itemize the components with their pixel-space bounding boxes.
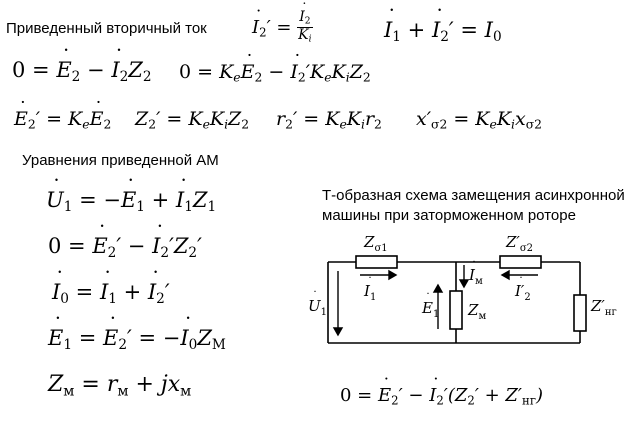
label-e1: E1: [421, 299, 439, 320]
label-im: Iм: [468, 266, 483, 287]
dot-i2: ˙: [518, 275, 524, 289]
dot-im: ˙: [471, 259, 477, 273]
formula-r2-reduced: r2′ = KeKir2: [276, 108, 382, 132]
reduced-current-label: Приведенный вторичный ток: [6, 20, 207, 37]
formula-z2-reduced: Z2′ = KeKiZ2: [135, 108, 250, 132]
formula-u1: U1 = −E1 + I1Z1: [46, 176, 216, 215]
formula-zm: Zм = rм + jxм: [48, 372, 192, 400]
formula-secondary-eq: 0 = E2 − I2Z2: [12, 46, 152, 85]
label-z-ng: Z′нг: [590, 297, 617, 318]
arrow-i2: [500, 269, 510, 281]
dot-e1: ˙: [425, 291, 431, 305]
resistor-z-ng: [573, 294, 587, 332]
arrow-i1: [388, 269, 398, 281]
formula-e2-reduced: E2′ = KeE2: [14, 98, 111, 132]
label-u1: U1: [308, 297, 327, 318]
resistor-z-sigma2: [499, 255, 542, 269]
diagram-title-line1: Т-образная схема замещения асинхронной: [322, 187, 625, 204]
arrow-e1: [432, 283, 444, 293]
diagram-title: Т-образная схема замещения асинхронной м…: [322, 186, 625, 226]
formula-x2-reduced: x′σ2 = KeKixσ2: [416, 108, 542, 132]
dot-i1: ˙: [367, 275, 373, 289]
formula-rotor-eq: 0 = E2′ − I2′Z2′: [48, 222, 202, 261]
resistor-zm: [449, 290, 463, 330]
label-z-sigma2: Z′σ2: [505, 233, 533, 254]
formula-current-balance: I1 + I2′ = I0: [384, 6, 502, 45]
label-z-sigma1: Zσ1: [363, 233, 388, 254]
t-equivalent-circuit: Zσ1 Z′σ2 I1 I′2 Iм E1 Zм Z′нг U1 ˙ ˙ ˙ ˙…: [308, 233, 617, 344]
resistor-z-sigma1: [355, 255, 398, 269]
formula-i0: I0 = I1 + I2′: [52, 268, 170, 307]
arrow-im: [458, 279, 470, 289]
formula-load-eq: 0 = E2′ − I2′(Z2′ + Z′нг): [340, 375, 543, 407]
dot-u1: ˙: [312, 289, 318, 303]
label-i2: I′2: [514, 282, 531, 303]
section-title-reduced-am: Уравнения приведенной АМ: [22, 152, 219, 169]
formula-secondary-eq-scaled: 0 = KeE2 − I2′KeKiZ2: [179, 51, 371, 85]
formula-emf-equality: E1 = E2′ = −I0ZM: [48, 314, 226, 353]
diagram-title-line2: машины при заторможенном роторе: [322, 207, 576, 224]
diagram-dots: ˙ ˙ ˙ ˙ ˙: [312, 259, 524, 305]
label-zm: Zм: [467, 301, 486, 322]
arrow-u1: [332, 327, 344, 337]
label-i1: I1: [363, 282, 376, 303]
